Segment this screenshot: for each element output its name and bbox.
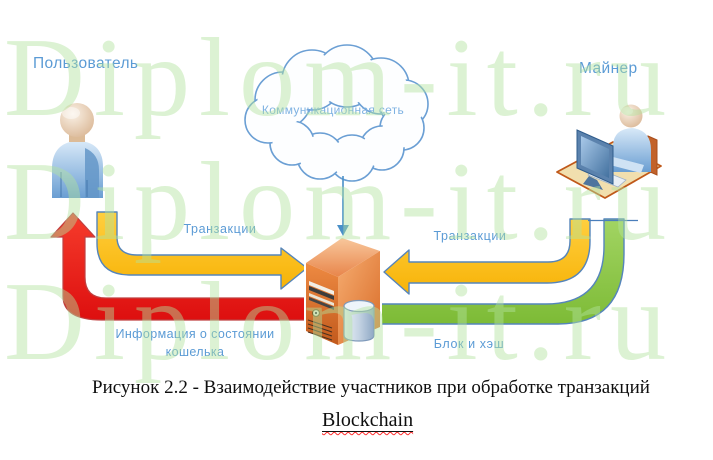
wallet-info-label: Информация о состоянии кошелька bbox=[116, 326, 275, 361]
transactions-arrow-right bbox=[383, 218, 591, 295]
database-icon bbox=[343, 299, 375, 342]
miner-icon bbox=[556, 104, 662, 199]
transactions-arrow-left bbox=[96, 211, 308, 290]
wallet-info-line2: кошелька bbox=[165, 344, 225, 359]
block-hash-label: Блок и хэш bbox=[433, 337, 505, 351]
network-connector-arrow bbox=[337, 176, 349, 236]
wallet-info-arrow bbox=[50, 212, 308, 321]
figure-caption: Рисунок 2.2 - Взаимодействие участников … bbox=[92, 377, 650, 398]
user-label: Пользователь bbox=[33, 55, 139, 72]
transactions-left-label: Транзакции bbox=[183, 222, 257, 236]
block-hash-arrow bbox=[379, 218, 638, 325]
wallet-info-line1: Информация о состоянии bbox=[115, 327, 275, 341]
transactions-right-label: Транзакции bbox=[433, 229, 507, 243]
cloud-label: Коммуникационная сеть bbox=[261, 103, 405, 117]
miner-label: Майнер bbox=[579, 60, 638, 77]
figure-caption-term: Blockchain bbox=[322, 409, 413, 432]
cloud-icon bbox=[244, 44, 429, 182]
blockchain-term: Blockchain bbox=[322, 409, 414, 431]
user-icon bbox=[52, 103, 103, 198]
